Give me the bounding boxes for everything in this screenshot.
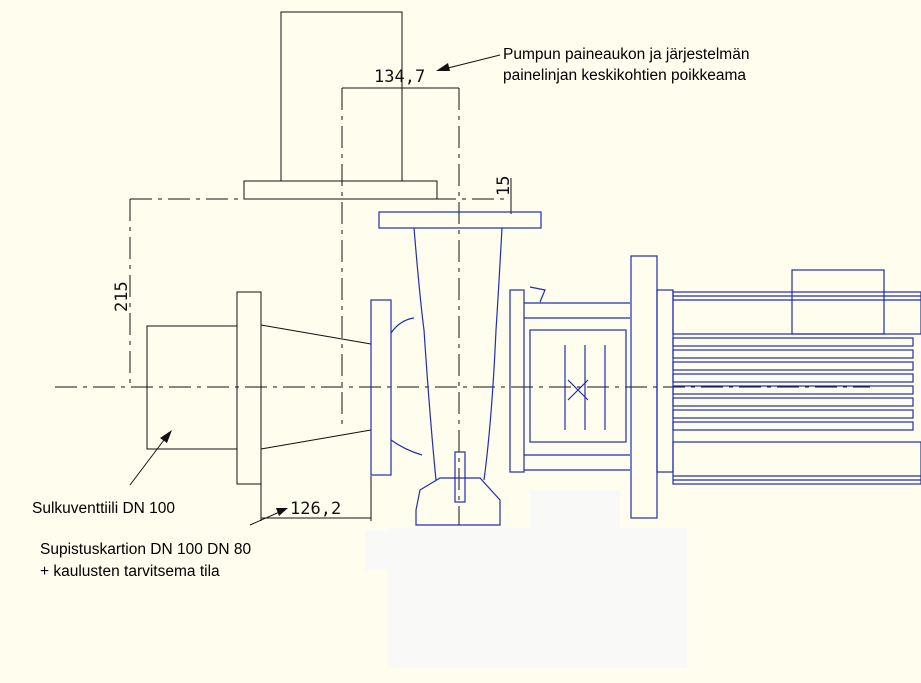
actuator-base bbox=[243, 180, 438, 200]
motor-fin bbox=[672, 409, 914, 419]
dimension-134-7: 134,7 bbox=[342, 67, 459, 89]
reducer-cone bbox=[260, 324, 372, 450]
drain-plug bbox=[454, 451, 466, 503]
dimension-134-7-label: 134,7 bbox=[374, 67, 425, 87]
motor-fin bbox=[672, 361, 914, 371]
pump-inlet-flange bbox=[370, 299, 392, 476]
pump-outlet-flange bbox=[378, 211, 542, 229]
dimension-15-label: 15 bbox=[494, 176, 514, 196]
volute-left bbox=[413, 227, 437, 481]
vent-valve bbox=[529, 286, 546, 303]
dimension-215-label: 215 bbox=[112, 281, 132, 312]
motor-fin bbox=[672, 385, 914, 395]
motor-fin bbox=[672, 397, 914, 407]
motor-fin bbox=[672, 337, 914, 347]
arrow-head bbox=[160, 430, 172, 443]
coupling-mark bbox=[567, 379, 589, 401]
note-pressure-offset-line2: painelinjan keskikohtien poikkeama bbox=[503, 67, 746, 84]
note-pressure-offset-line1: Pumpun paineaukon ja järjestelmän bbox=[503, 46, 750, 63]
terminal-box bbox=[791, 269, 885, 335]
volute-detail bbox=[390, 317, 415, 334]
motor-fin bbox=[672, 349, 914, 359]
note-reducer-line1: Supistuskartion DN 100 DN 80 bbox=[40, 541, 252, 558]
volute-right bbox=[483, 227, 503, 481]
leader-valve bbox=[129, 431, 171, 486]
note-valve: Sulkuventtiili DN 100 bbox=[32, 500, 176, 517]
motor-lower-body bbox=[672, 441, 921, 485]
valve-housing bbox=[243, 11, 438, 200]
coupling-guard bbox=[529, 329, 627, 443]
pump-foot bbox=[415, 477, 501, 526]
valve-flange bbox=[236, 291, 262, 485]
arrow-head bbox=[276, 508, 288, 516]
motor-adapter bbox=[656, 289, 674, 473]
volute-detail bbox=[390, 439, 423, 456]
motor-fin bbox=[672, 373, 914, 383]
reducer-top-edge bbox=[260, 324, 372, 345]
centerlines bbox=[55, 88, 870, 525]
leader-arrows bbox=[129, 54, 501, 526]
shutoff-valve bbox=[146, 291, 262, 485]
bearing-flange bbox=[509, 289, 525, 473]
reducer-bottom-edge bbox=[260, 429, 372, 450]
note-reducer-line2: + kaulusten tarvitsema tila bbox=[40, 563, 220, 580]
erased-patch bbox=[530, 490, 620, 530]
pump bbox=[370, 211, 674, 526]
leader-offset bbox=[439, 54, 501, 71]
motor bbox=[672, 269, 921, 485]
erased-patch bbox=[387, 528, 687, 668]
arrow-head bbox=[436, 63, 450, 71]
dimension-15: 15 bbox=[494, 176, 514, 214]
dimension-126-2: 126,2 bbox=[260, 476, 372, 521]
dimension-126-2-label: 126,2 bbox=[290, 499, 341, 519]
motor-fin bbox=[672, 421, 914, 431]
